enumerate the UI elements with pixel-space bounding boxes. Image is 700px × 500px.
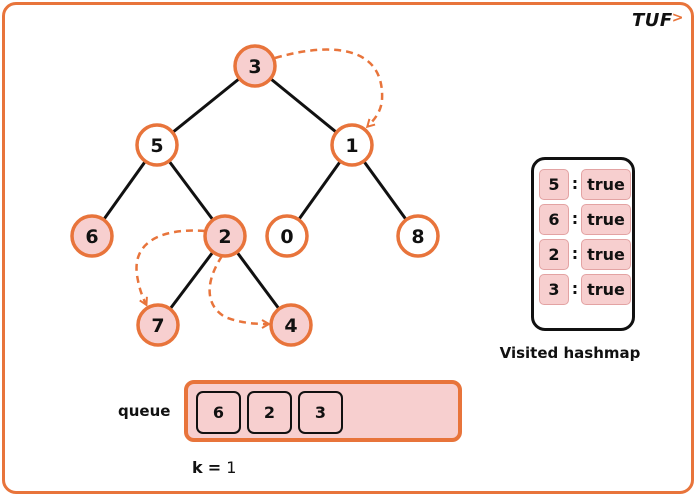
queue-item: 2 — [247, 391, 292, 434]
node-circle — [136, 303, 180, 347]
hashmap-separator: : — [571, 244, 579, 263]
tree-node-8: 8 — [396, 214, 440, 258]
diagram-frame — [2, 2, 694, 494]
node-circle — [396, 214, 440, 258]
node-circle — [203, 214, 247, 258]
tree-node-3: 3 — [233, 44, 277, 88]
tree-node-6: 6 — [70, 214, 114, 258]
k-label: k — [192, 458, 203, 477]
node-circle — [233, 44, 277, 88]
node-value: 0 — [280, 226, 293, 248]
queue-item: 6 — [196, 391, 241, 434]
hashmap-key: 3 — [539, 274, 569, 305]
hashmap-label: Visited hashmap — [499, 344, 641, 362]
traversal-arrow-3-to-1 — [274, 48, 384, 126]
node-value: 3 — [248, 56, 261, 78]
queue-label: queue — [118, 402, 171, 420]
tree-node-7: 7 — [136, 303, 180, 347]
hashmap-key: 2 — [539, 239, 569, 270]
tree-edges — [90, 64, 420, 326]
logo-chevron-icon: > — [671, 10, 684, 26]
node-value: 4 — [284, 315, 297, 337]
node-value: 8 — [411, 226, 424, 248]
traversal-arrow-2-to-4 — [208, 255, 268, 324]
tree-node-4: 4 — [269, 303, 313, 347]
tree-node-1: 1 — [330, 123, 374, 167]
hashmap-value: true — [581, 204, 631, 235]
tree-node-5: 5 — [135, 123, 179, 167]
tuf-logo: TUF> — [632, 10, 685, 31]
node-value: 5 — [150, 135, 163, 157]
node-value: 1 — [345, 135, 358, 157]
k-value: 1 — [226, 458, 237, 477]
node-value: 7 — [151, 315, 164, 337]
tree-nodes: 3 5 1 6 2 0 8 7 4 — [70, 44, 440, 347]
hashmap-separator: : — [571, 174, 579, 193]
node-circle — [135, 123, 179, 167]
hashmap-value: true — [581, 239, 631, 270]
hashmap-separator: : — [571, 279, 579, 298]
node-value: 2 — [218, 226, 231, 248]
hashmap-separator: : — [571, 209, 579, 228]
logo-text: TUF — [632, 10, 673, 31]
hashmap-key: 6 — [539, 204, 569, 235]
node-circle — [269, 303, 313, 347]
hashmap-key: 5 — [539, 169, 569, 200]
queue-container: 6 2 3 — [184, 380, 462, 442]
node-circle — [70, 214, 114, 258]
k-value-line: k = 1 — [192, 458, 236, 477]
traversal-arrows — [135, 48, 384, 324]
node-value: 6 — [85, 226, 98, 248]
node-circle — [265, 214, 309, 258]
k-equals: = — [207, 458, 222, 477]
visited-hashmap: 5 : true 6 : true 2 : true 3 : true — [531, 157, 635, 331]
hashmap-value: true — [581, 274, 631, 305]
queue-item: 3 — [298, 391, 343, 434]
tree-node-2: 2 — [203, 214, 247, 258]
hashmap-value: true — [581, 169, 631, 200]
node-circle — [330, 123, 374, 167]
tree-node-0: 0 — [265, 214, 309, 258]
traversal-arrow-2-to-7 — [135, 229, 206, 304]
